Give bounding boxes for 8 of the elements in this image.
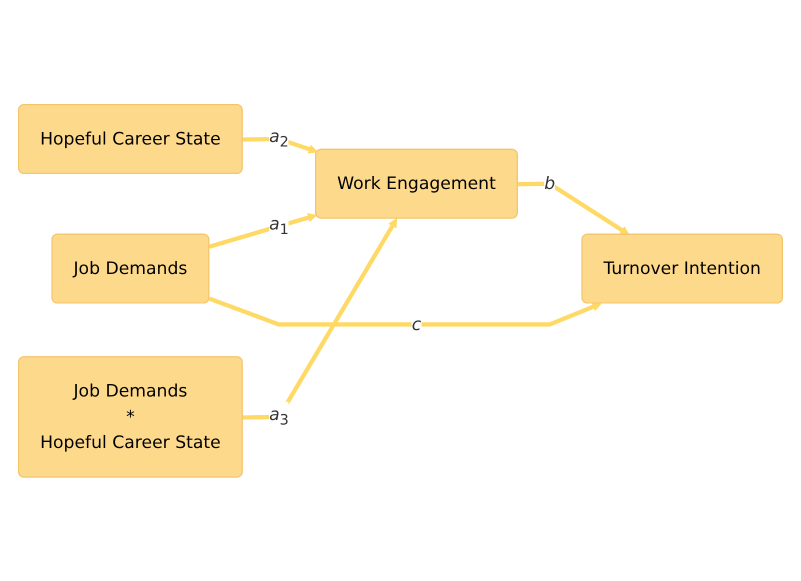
edge-label: a$_{2}$ — [269, 126, 289, 151]
edge-label: c — [412, 313, 422, 334]
arrow — [518, 181, 630, 235]
edge-label: b — [544, 172, 556, 193]
edge-label: a$_{1}$ — [269, 212, 289, 238]
edge-label: a$_{3}$ — [269, 404, 289, 428]
arrow — [242, 218, 398, 420]
arrow — [208, 296, 602, 326]
